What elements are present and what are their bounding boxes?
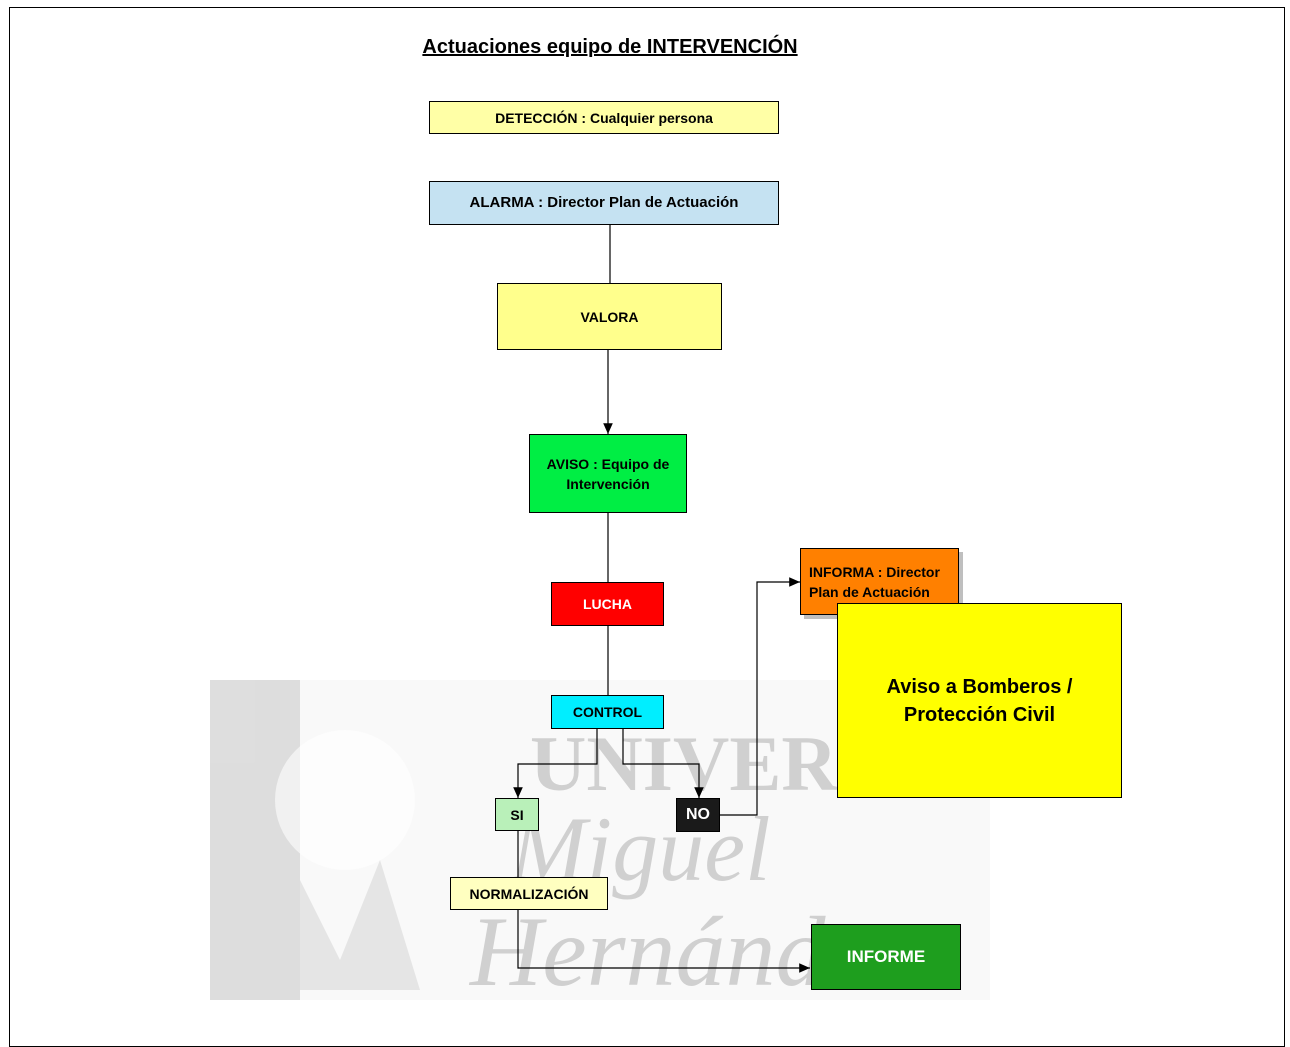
edge-control-si bbox=[513, 728, 598, 798]
bomberos-line-1: Aviso a Bomberos / bbox=[886, 675, 1073, 698]
watermark-m-shape bbox=[250, 860, 420, 990]
edge-control-no bbox=[622, 728, 704, 798]
node-aviso: AVISO : Equipo de Intervención bbox=[529, 434, 687, 513]
bomberos-line-2: Protección Civil bbox=[903, 703, 1056, 726]
node-no: NO bbox=[676, 798, 720, 832]
aviso-line-1: AVISO : Equipo de bbox=[546, 455, 670, 472]
edge-no-informa bbox=[720, 577, 800, 816]
node-lucha: LUCHA bbox=[551, 582, 664, 626]
informa-line-1: INFORMA : Director bbox=[809, 563, 940, 580]
node-control: CONTROL bbox=[551, 695, 664, 729]
node-normalizacion: NORMALIZACIÓN bbox=[450, 877, 608, 910]
node-informe: INFORME bbox=[811, 924, 961, 990]
node-si: SI bbox=[495, 798, 539, 831]
edge-normalizacion-informe bbox=[517, 909, 810, 973]
diagram-title: Actuaciones equipo de INTERVENCIÓN bbox=[422, 36, 798, 58]
aviso-line-2: Intervención bbox=[566, 475, 650, 492]
university-watermark: UNIVERSITAS Miguel Hernández bbox=[210, 680, 1057, 1007]
watermark-block bbox=[210, 680, 300, 1000]
connectors bbox=[513, 224, 810, 973]
informa-line-2: Plan de Actuación bbox=[809, 583, 930, 600]
node-valora: VALORA bbox=[497, 283, 722, 350]
node-deteccion: DETECCIÓN : Cualquier persona bbox=[429, 101, 779, 134]
node-alarma: ALARMA : Director Plan de Actuación bbox=[429, 181, 779, 225]
node-bomberos: Aviso a Bomberos / Protección Civil bbox=[837, 603, 1122, 798]
watermark-circle bbox=[275, 730, 415, 870]
